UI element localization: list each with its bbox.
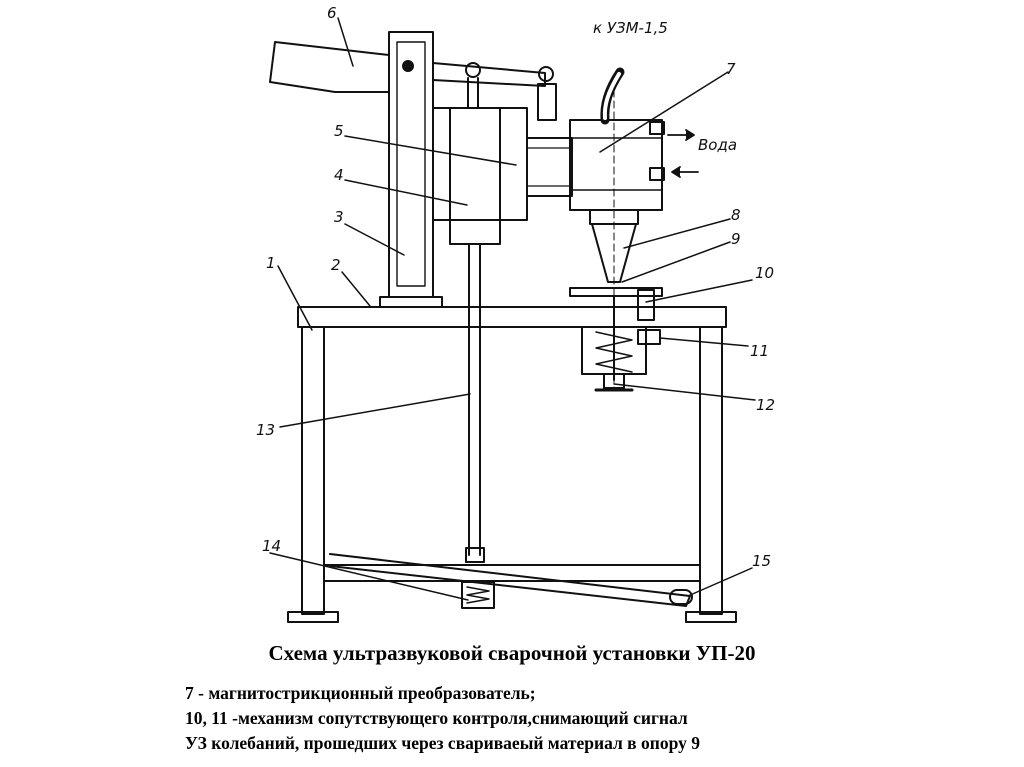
cable-core	[602, 72, 621, 120]
label-8: 8	[731, 206, 741, 224]
welding-machine-diagram: 1 2 3 4 5 6 7 8 9 10 11 12 13 14 15 к УЗ…	[256, 4, 775, 623]
adjust-nut-12	[603, 373, 625, 389]
carriage-4	[449, 107, 501, 245]
handle-6	[269, 41, 390, 93]
label-voda: Вода	[698, 136, 737, 154]
column-3-inner	[396, 41, 426, 287]
column-base	[379, 296, 443, 308]
label-7: 7	[726, 60, 736, 78]
lever-joint-end	[538, 66, 554, 82]
column-3	[388, 31, 434, 298]
caption-line-1: 7 - магнитострикционный преобразователь;	[185, 683, 536, 703]
sensor-10	[637, 289, 655, 321]
pedal-lever	[329, 553, 691, 607]
label-uzm: к УЗМ-1,5	[593, 19, 668, 37]
label-6: 6	[327, 4, 337, 22]
spring-12	[595, 331, 633, 373]
label-4: 4	[334, 166, 344, 184]
left-leg	[301, 326, 325, 615]
spring-14-housing	[461, 581, 495, 609]
adjust-screw	[537, 83, 557, 121]
anvil-9	[569, 287, 663, 297]
label-3: 3	[334, 208, 344, 226]
caption-title: Схема ультразвуковой сварочной установки…	[268, 641, 756, 665]
label-10: 10	[755, 264, 774, 282]
sensor-11	[637, 329, 661, 345]
pedal-end	[669, 589, 693, 605]
caption-line-3: УЗ колебаний, прошедших через свариваеый…	[185, 733, 700, 753]
horn-8	[591, 223, 637, 283]
label-14: 14	[262, 537, 281, 555]
caption-line-2: 10, 11 -механизм сопутствующего контроля…	[185, 708, 688, 728]
lever-arm	[432, 62, 546, 87]
leader-lines	[269, 17, 756, 601]
rod-coupling	[465, 547, 485, 563]
label-11: 11	[750, 342, 769, 360]
right-leg	[699, 326, 723, 615]
label-12: 12	[756, 396, 775, 414]
water-port-out	[649, 121, 665, 135]
left-foot	[287, 611, 339, 623]
lever-joint	[465, 62, 481, 78]
table-top	[297, 306, 727, 328]
bracket	[526, 137, 573, 197]
water-arrows	[667, 129, 699, 178]
water-port-in	[649, 167, 665, 181]
spring-14	[466, 586, 490, 604]
right-foot	[685, 611, 737, 623]
label-2: 2	[331, 256, 341, 274]
transducer-7	[569, 119, 663, 211]
label-9: 9	[731, 230, 741, 248]
label-13: 13	[256, 421, 275, 439]
column-pivot	[402, 60, 414, 72]
table-frame	[287, 306, 737, 623]
label-15: 15	[752, 552, 771, 570]
label-5: 5	[334, 122, 344, 140]
label-1: 1	[266, 254, 276, 272]
